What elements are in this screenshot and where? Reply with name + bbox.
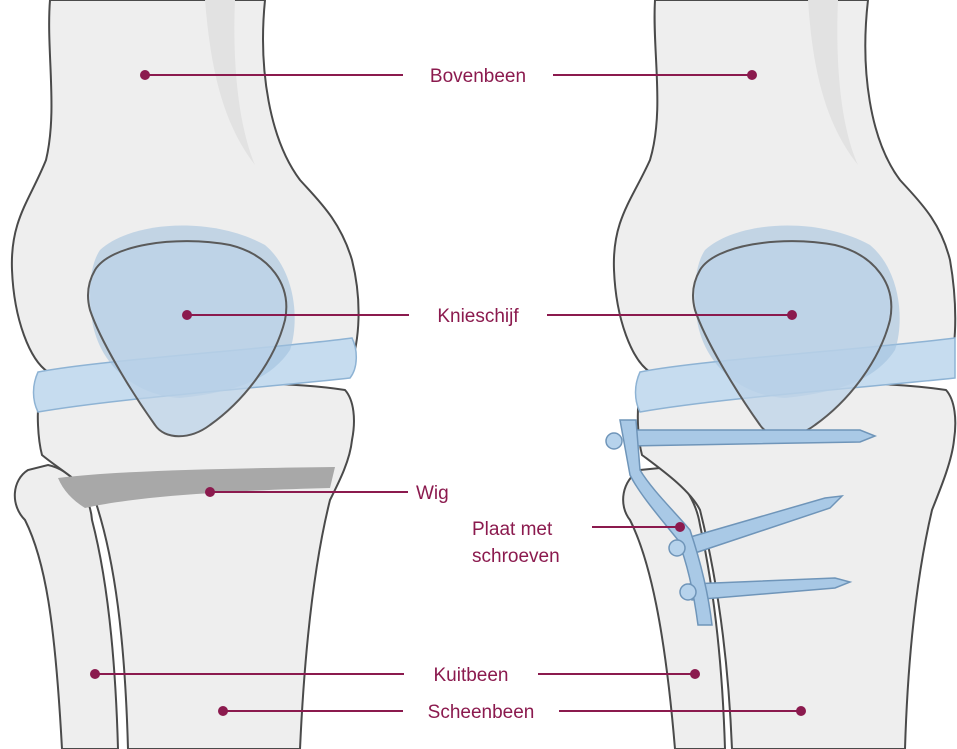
femur-label: Bovenbeen bbox=[430, 66, 526, 87]
screw-head-3 bbox=[680, 584, 696, 600]
tibia-label: Scheenbeen bbox=[428, 702, 535, 723]
left-knee bbox=[12, 0, 359, 749]
tibia-dot-right bbox=[796, 706, 806, 716]
screw-head-1 bbox=[606, 433, 622, 449]
patella-dot-right bbox=[787, 310, 797, 320]
right-knee bbox=[606, 0, 955, 749]
screw-head-2 bbox=[669, 540, 685, 556]
wedge-label: Wig bbox=[416, 483, 449, 504]
fibula-dot-right bbox=[690, 669, 700, 679]
fibula-label: Kuitbeen bbox=[433, 665, 508, 686]
plate-label-line1: Plaat met bbox=[472, 519, 553, 540]
femur-dot-right bbox=[747, 70, 757, 80]
patella-label: Knieschijf bbox=[437, 306, 519, 327]
plate-dot bbox=[675, 522, 685, 532]
plate-label-line2: schroeven bbox=[472, 546, 560, 567]
